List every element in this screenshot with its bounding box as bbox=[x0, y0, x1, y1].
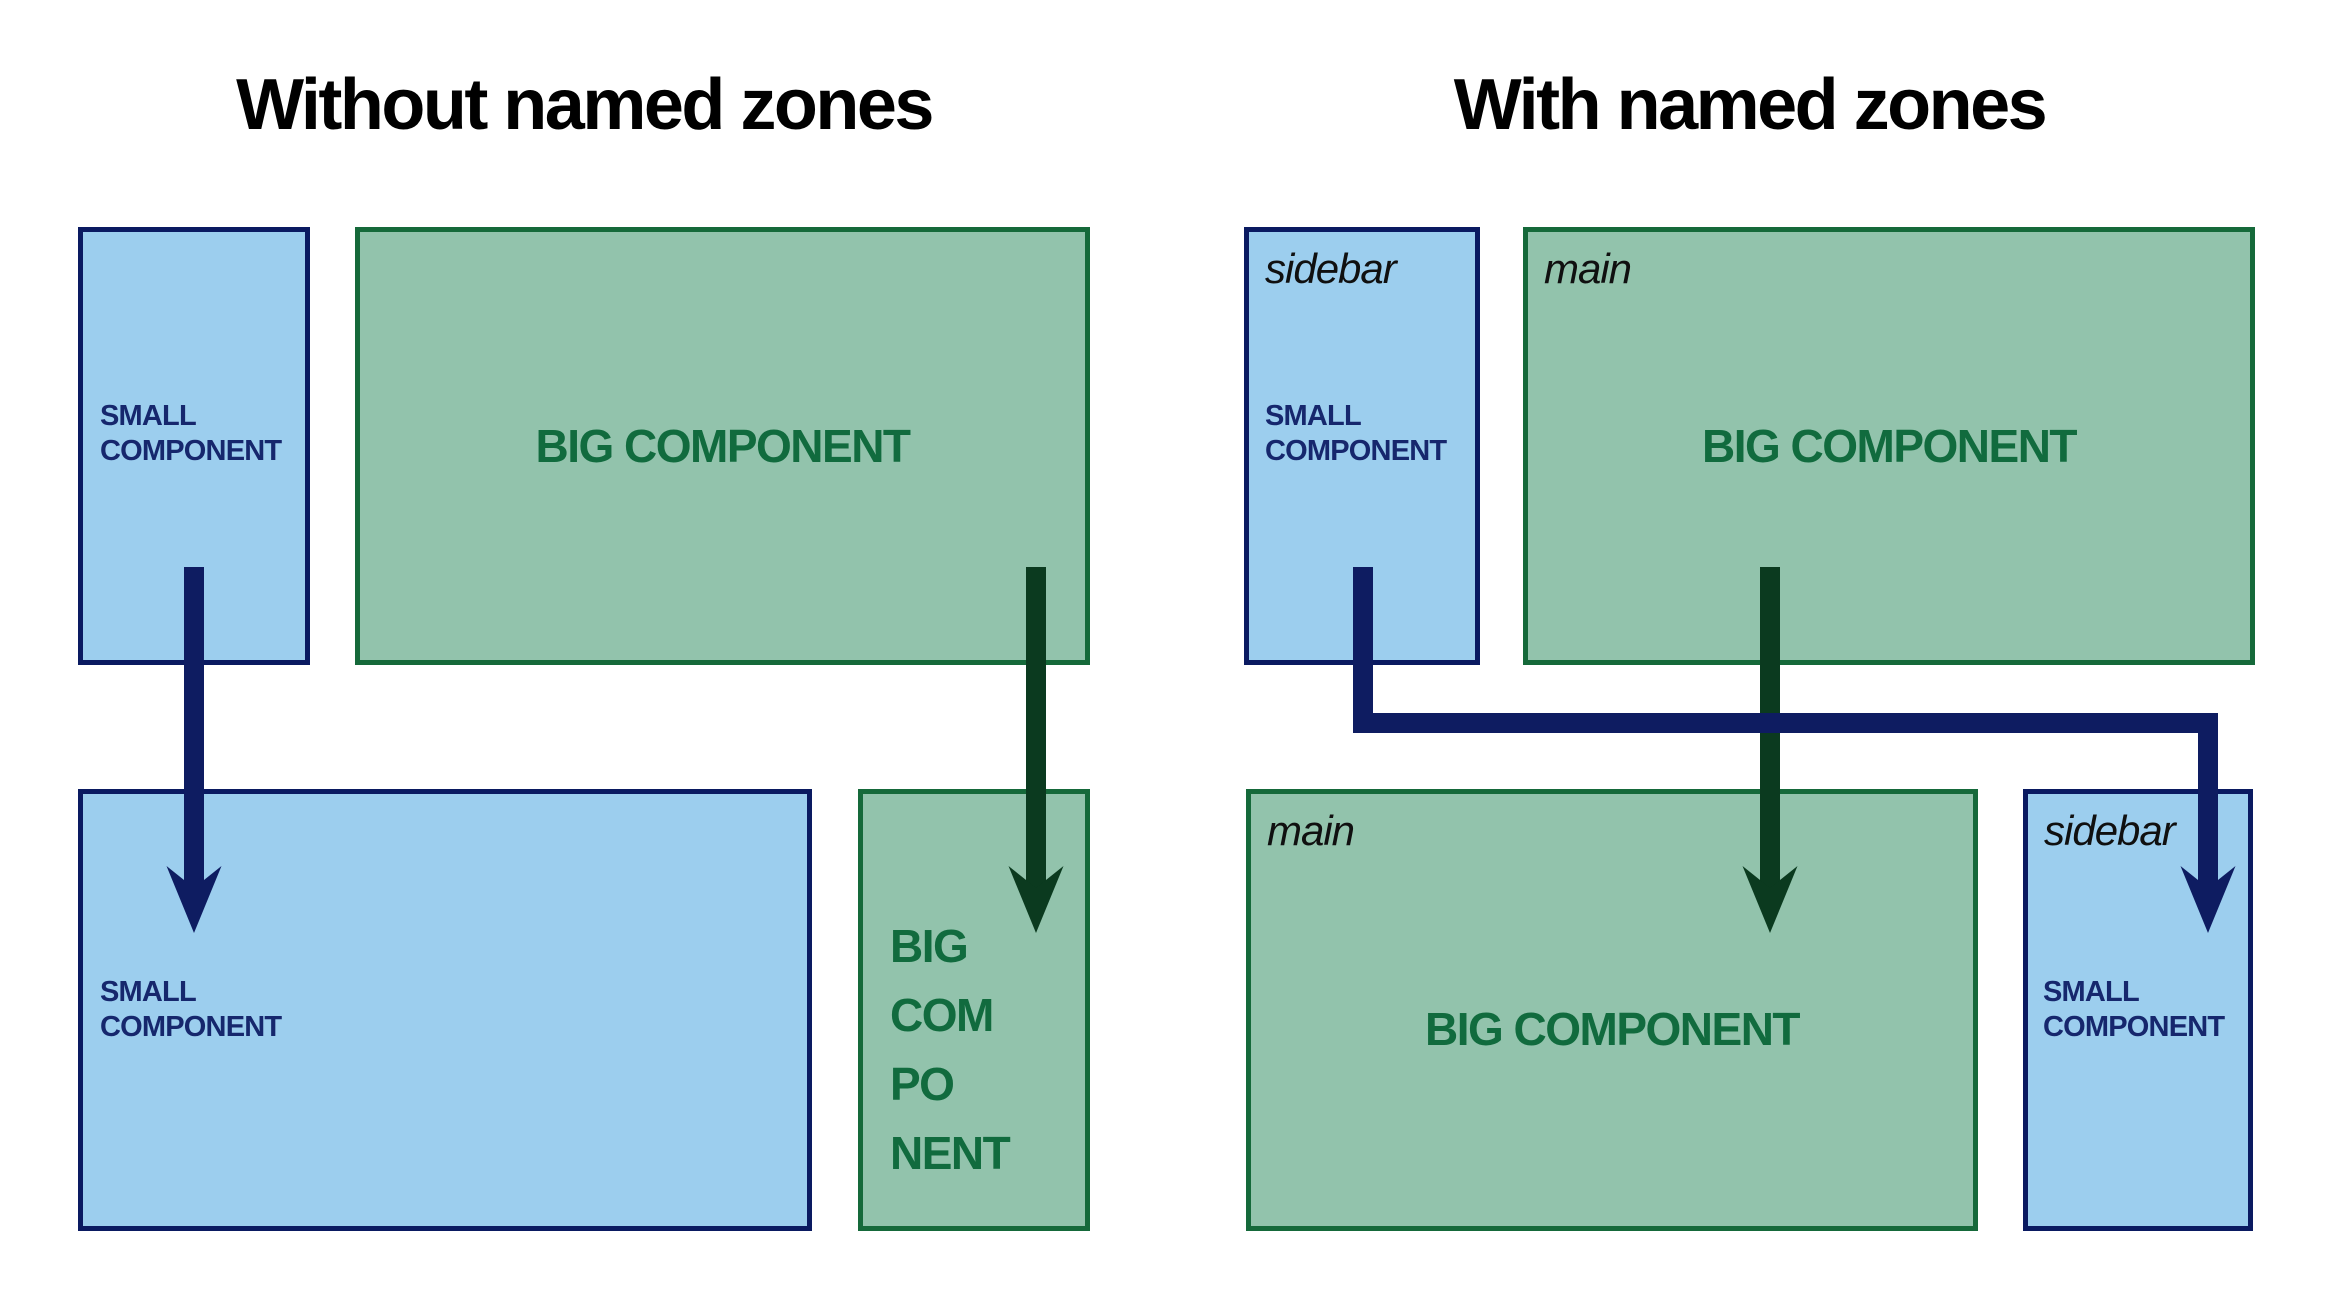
zone-name-label: main bbox=[1544, 245, 1632, 292]
zone-name-label: sidebar bbox=[1265, 245, 1397, 292]
zone-name-label: main bbox=[1267, 807, 1355, 854]
right-panel-title: With named zones bbox=[1453, 65, 2048, 145]
big-component-box-top-left: BIG COMPONENT bbox=[355, 227, 1090, 665]
main-zone-box-bottom-right: main BIG COMPONENT bbox=[1246, 789, 1978, 1231]
zone-name-label: sidebar bbox=[2044, 807, 2176, 854]
main-zone-box-top-right: main BIG COMPONENT bbox=[1523, 227, 2255, 665]
big-component-label: BIG COMPONENT bbox=[1424, 1003, 1801, 1055]
left-panel-title: Without named zones bbox=[236, 65, 934, 145]
big-component-label: BIG COMPONENT bbox=[535, 420, 911, 472]
big-component-label: BIG COMPONENT bbox=[1701, 420, 2078, 472]
